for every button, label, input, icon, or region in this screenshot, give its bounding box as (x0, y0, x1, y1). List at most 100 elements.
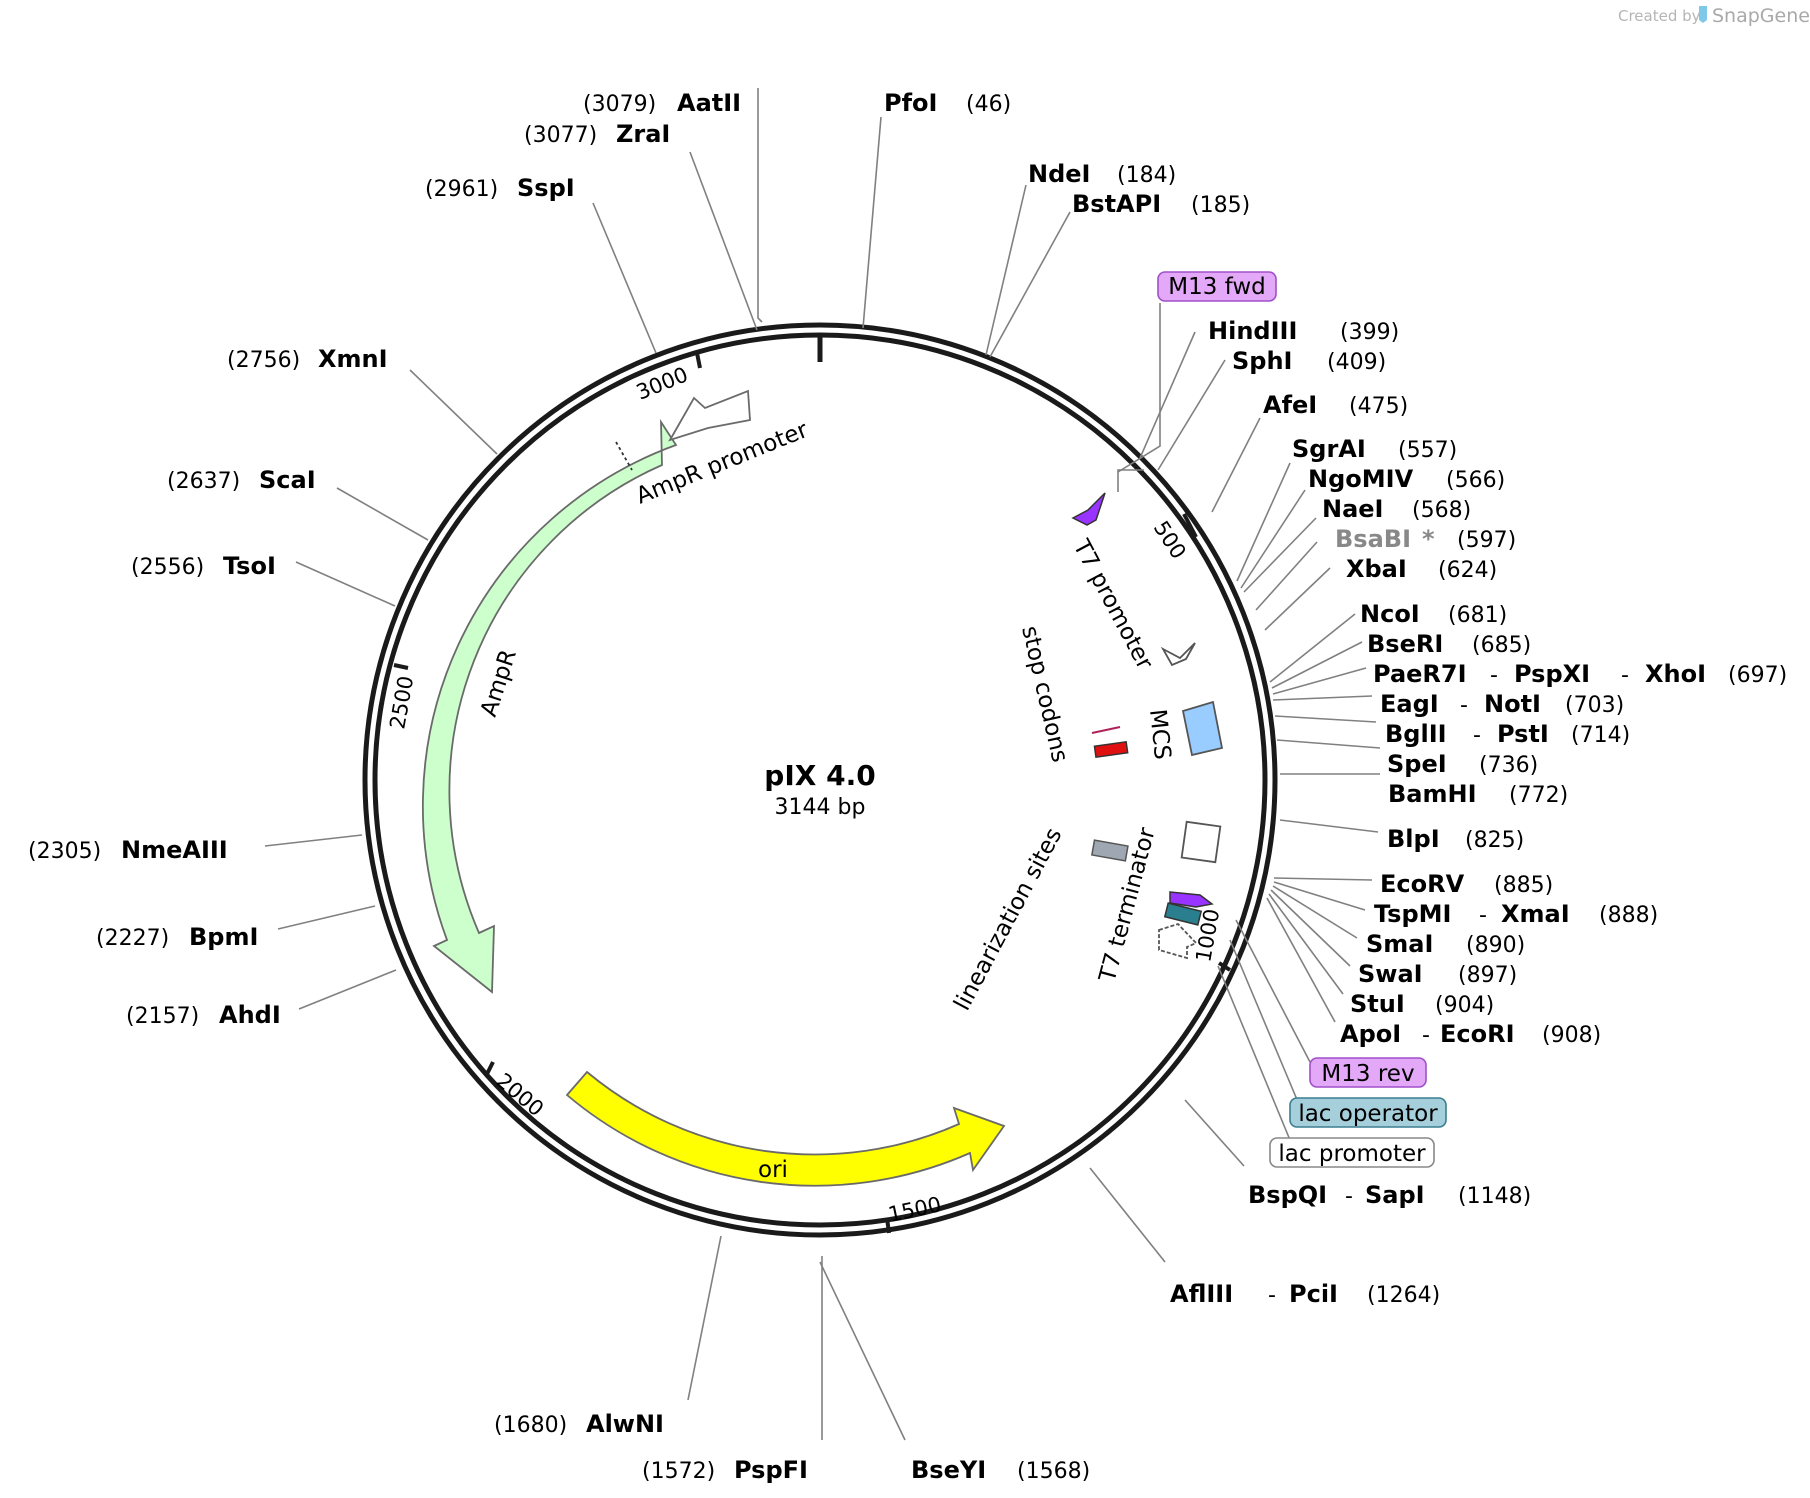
site-name: NcoI (1360, 600, 1420, 628)
site-pos: (908) (1542, 1023, 1601, 1048)
lac-promoter-label: lac promoter (1278, 1141, 1426, 1167)
site-pos: (399) (1340, 320, 1399, 345)
t7-promoter-arrow (1160, 642, 1196, 667)
site-separator: - (1490, 663, 1498, 688)
site-name: AhdI (219, 1001, 281, 1029)
site-pos: (904) (1435, 993, 1494, 1018)
site-ahdi: (2157) AhdI (126, 1001, 281, 1029)
tick-1000 (1217, 961, 1232, 972)
plasmid-size: 3144 bp (775, 795, 866, 820)
site-pos: (681) (1448, 603, 1507, 628)
site-xbai: XbaI (624) (1346, 555, 1497, 583)
site-bamhi: BamHI (772) (1388, 780, 1568, 808)
site-separator: - (1422, 1023, 1430, 1048)
site-bseyi: BseYI (1568) (911, 1456, 1090, 1484)
site-name: NmeAIII (121, 836, 228, 864)
lac-promoter-arrow (1158, 922, 1198, 960)
site-pos: (1572) (642, 1459, 715, 1484)
site-name: PspFI (734, 1456, 808, 1484)
site-bspqi-sapi: BspQI - SapI (1148) (1248, 1181, 1531, 1209)
restriction-sites: (3079) AatII (3077) ZraI (2961) SspI (27… (28, 89, 1787, 1484)
site-name: NaeI (1322, 495, 1384, 523)
purple-marker (1169, 891, 1214, 908)
site-name: NdeI (1028, 160, 1090, 188)
ampr-divider (615, 441, 633, 471)
site-name: BstAPI (1072, 190, 1161, 218)
snapgene-logo-icon (1699, 6, 1707, 23)
site-pos: (3077) (524, 123, 597, 148)
site-name: PfoI (884, 89, 937, 117)
site-pfoi: PfoI (46) (884, 89, 1011, 117)
site-stui: StuI (904) (1350, 990, 1494, 1018)
site-sphi: SphI (409) (1232, 347, 1386, 375)
site-pos: (475) (1349, 394, 1408, 419)
site-name: SspI (517, 174, 575, 202)
site-name: PciI (1289, 1280, 1338, 1308)
site-paer7i-pspxi-xhoi: PaeR7I - PspXI - XhoI (697) (1373, 660, 1787, 688)
site-name: ApoI (1340, 1020, 1401, 1048)
site-name: AlwNI (586, 1410, 664, 1438)
site-pos: (566) (1446, 468, 1505, 493)
site-pos: (2961) (425, 177, 498, 202)
lac-operator-label: lac operator (1298, 1101, 1438, 1127)
site-pos: (890) (1466, 933, 1525, 958)
snapgene-credit: Created by SnapGene (1618, 5, 1810, 27)
lac-promoter-box: lac promoter (1269, 1137, 1435, 1168)
stop-codons-label: stop codons (1016, 624, 1073, 765)
site-pos: (1680) (494, 1413, 567, 1438)
lac-operator-box: lac operator (1289, 1097, 1447, 1128)
site-separator: - (1473, 723, 1481, 748)
site-name: TsoI (223, 552, 276, 580)
site-swai: SwaI (897) (1358, 960, 1517, 988)
site-hindiii: HindIII (399) (1208, 317, 1399, 345)
lac-operator-block (1163, 902, 1203, 926)
site-pos: (568) (1412, 498, 1471, 523)
site-pos: (897) (1458, 963, 1517, 988)
site-ngomiv: NgoMIV (566) (1308, 465, 1505, 493)
site-name: BseRI (1367, 630, 1443, 658)
site-pos: (557) (1398, 438, 1457, 463)
site-name: XbaI (1346, 555, 1407, 583)
site-pos: (1264) (1367, 1283, 1440, 1308)
m13-rev-label: M13 rev (1321, 1061, 1414, 1087)
site-pos: (1568) (1017, 1459, 1090, 1484)
site-name: ScaI (259, 466, 316, 494)
ampr-label: AmpR (476, 646, 522, 719)
site-star: * (1422, 525, 1435, 553)
site-pos: (703) (1565, 693, 1624, 718)
site-name: SwaI (1358, 960, 1423, 988)
site-separator: - (1345, 1184, 1353, 1209)
site-pos: (2756) (227, 348, 300, 373)
site-name: EcoRI (1440, 1020, 1515, 1048)
site-bstapi: BstAPI (185) (1072, 190, 1250, 218)
t7-terminator-block (1180, 820, 1222, 864)
mcs-block (1181, 700, 1224, 757)
site-name: XhoI (1645, 660, 1706, 688)
site-name: NotI (1484, 690, 1541, 718)
site-ndei: NdeI (184) (1028, 160, 1176, 188)
site-separator: - (1268, 1283, 1276, 1308)
linearization-sites-label: linearization sites (949, 824, 1067, 1015)
site-name: PspXI (1514, 660, 1590, 688)
linearization-block (1091, 839, 1129, 862)
site-sgrai: SgrAI (557) (1292, 435, 1457, 463)
site-bpmi: (2227) BpmI (96, 923, 258, 951)
site-name: NgoMIV (1308, 465, 1414, 493)
site-naei: NaeI (568) (1322, 495, 1471, 523)
m13-fwd-box: M13 fwd (1157, 271, 1277, 302)
site-eagi-noti: EagI - NotI (703) (1380, 690, 1624, 718)
site-pos: (736) (1479, 753, 1538, 778)
site-pos: (2157) (126, 1004, 199, 1029)
site-name: BamHI (1388, 780, 1477, 808)
site-apoi-ecori: ApoI - EcoRI (908) (1340, 1020, 1601, 1048)
site-name: BpmI (189, 923, 258, 951)
site-ecorv: EcoRV (885) (1380, 870, 1553, 898)
credit-brand: SnapGene (1712, 5, 1810, 27)
site-pos: (2637) (167, 469, 240, 494)
ori-arrow (565, 1070, 1006, 1187)
ampr-promoter-arrow (668, 389, 751, 442)
site-name: AatII (677, 89, 741, 117)
site-nmeaiii: (2305) NmeAIII (28, 836, 228, 864)
site-xmni: (2756) XmnI (227, 345, 388, 373)
